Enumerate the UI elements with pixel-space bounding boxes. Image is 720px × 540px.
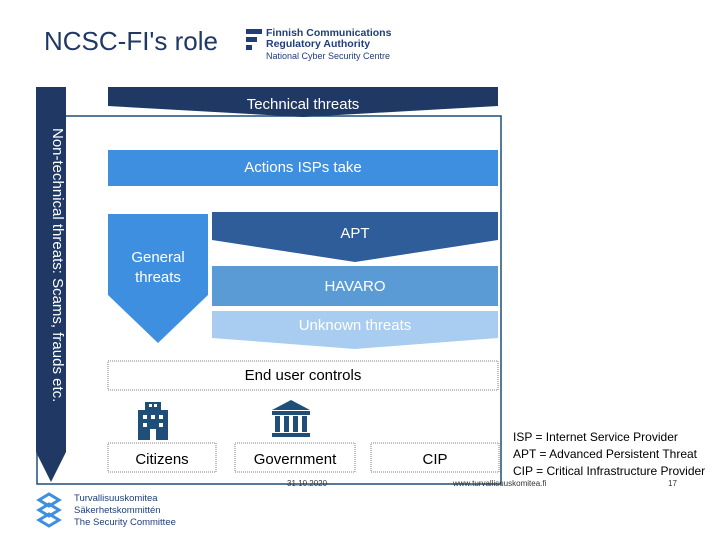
apt-label: APT <box>340 225 370 242</box>
unknown-threats-label: Unknown threats <box>298 317 412 334</box>
footer-url[interactable]: www.turvallisuuskomitea.fi <box>453 479 547 488</box>
legend-item: APT = Advanced Persistent Threat <box>513 447 697 461</box>
technical-threats-band <box>108 87 498 117</box>
page-number: 17 <box>668 479 677 488</box>
apartment-building-icon <box>138 402 168 440</box>
end-user-controls-box <box>107 360 499 391</box>
unknown-threats-band <box>212 311 498 349</box>
non-technical-threats-arrow <box>36 87 66 482</box>
logo-text-sv: Säkerhetskommittén <box>74 505 161 516</box>
non-technical-threats-label: Non-technical threats: Scams, frauds etc… <box>49 128 66 403</box>
logo-text-en: The Security Committee <box>74 517 176 528</box>
logo-line-2: Regulatory Authority <box>266 38 371 50</box>
technical-threats-label: Technical threats <box>246 96 360 113</box>
cip-box <box>370 442 500 473</box>
security-committee-logo-icon <box>36 492 62 528</box>
general-threats-arrow <box>108 214 208 343</box>
legend-item: CIP = Critical Infrastructure Provider <box>513 464 706 478</box>
apt-wedge <box>212 212 498 262</box>
havaro-label: HAVARO <box>324 278 386 295</box>
government-label: Government <box>253 451 337 468</box>
general-threats-label: General threats <box>131 249 185 286</box>
cip-label: CIP <box>422 451 448 468</box>
actions-isps-label: Actions ISPs take <box>244 159 362 176</box>
logo-line-1: Finnish Communications <box>266 27 392 39</box>
government-box <box>234 442 356 473</box>
citizens-box <box>107 442 217 473</box>
logo-line-3: National Cyber Security Centre <box>266 51 391 61</box>
citizens-label: Citizens <box>135 451 189 468</box>
actions-isps-band <box>108 150 498 186</box>
ficora-logo-icon <box>246 29 262 50</box>
logo-text-fi: Turvallisuuskomitea <box>74 493 158 504</box>
page-title: NCSC-FI's role <box>44 26 218 56</box>
government-building-icon <box>272 400 310 437</box>
havaro-band <box>212 266 498 306</box>
abbreviation-legend: ISP = Internet Service Provider APT = Ad… <box>513 429 705 480</box>
security-committee-logo: Turvallisuuskomitea Säkerhetskommittén T… <box>36 489 176 533</box>
end-user-controls-label: End user controls <box>244 367 362 384</box>
ficora-logo: Finnish Communications Regulatory Author… <box>246 27 391 65</box>
legend-item: ISP = Internet Service Provider <box>513 430 678 444</box>
footer-date: 31.10.2020 <box>287 479 328 488</box>
